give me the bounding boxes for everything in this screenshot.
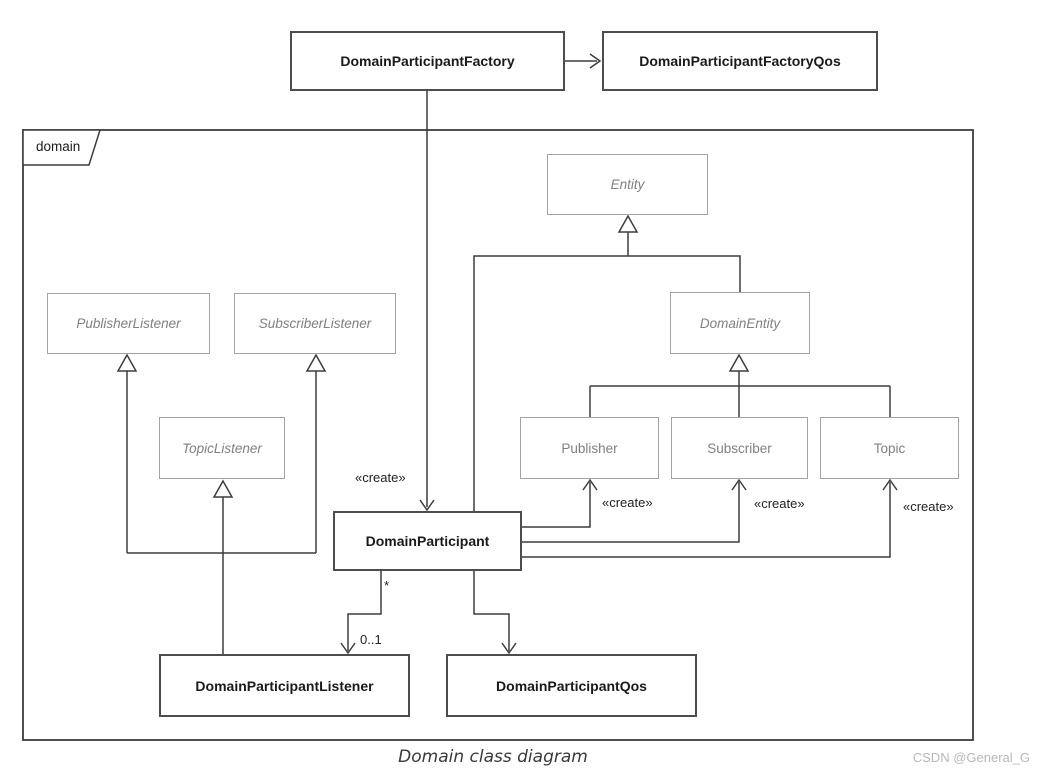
edge-generalization-listeners bbox=[126, 371, 317, 654]
class-DomainParticipantQos: DomainParticipantQos bbox=[446, 654, 697, 717]
class-Subscriber: Subscriber bbox=[671, 417, 808, 479]
arrowhead-down-icon bbox=[419, 499, 435, 512]
domain-frame-tab bbox=[22, 129, 102, 166]
arrowhead-up-icon bbox=[731, 478, 747, 491]
class-label: Subscriber bbox=[707, 440, 772, 456]
triangle-domainentity-icon bbox=[728, 353, 750, 372]
edge-label: «create» bbox=[754, 496, 805, 511]
class-label: DomainEntity bbox=[699, 315, 781, 331]
triangle-entity-icon bbox=[617, 214, 639, 233]
class-DomainParticipant: DomainParticipant bbox=[333, 511, 522, 571]
class-label: Publisher bbox=[561, 440, 618, 456]
edge-participant-create-pst bbox=[522, 482, 891, 558]
edge-label: «create» bbox=[602, 495, 653, 510]
edge-participant-to-listener-qos bbox=[347, 571, 510, 651]
class-Publisher: Publisher bbox=[520, 417, 659, 479]
frame-label: domain bbox=[36, 139, 81, 154]
class-label: TopicListener bbox=[182, 440, 262, 456]
edge-label: «create» bbox=[355, 470, 406, 485]
class-label: PublisherListener bbox=[76, 316, 181, 331]
class-label: DomainParticipantListener bbox=[195, 677, 374, 694]
edge-generalization-entity bbox=[473, 255, 741, 511]
class-label: SubscriberListener bbox=[258, 316, 372, 331]
triangle-publisherlistener-icon bbox=[116, 353, 138, 372]
arrowhead-up-icon bbox=[882, 478, 898, 491]
domain-frame bbox=[22, 129, 974, 741]
class-DomainParticipantListener: DomainParticipantListener bbox=[159, 654, 410, 717]
watermark: CSDN @General_G bbox=[912, 750, 1030, 765]
arrowhead-down-icon bbox=[501, 642, 517, 655]
class-DomainParticipantFactoryQos: DomainParticipantFactoryQos bbox=[602, 31, 878, 91]
class-Entity: Entity bbox=[547, 154, 708, 215]
triangle-subscriberlistener-icon bbox=[305, 353, 327, 372]
triangle-topiclistener-icon bbox=[212, 479, 234, 498]
arrowhead-down-icon bbox=[340, 642, 356, 655]
class-label: DomainParticipantFactory bbox=[340, 53, 515, 69]
class-PublisherListener: PublisherListener bbox=[47, 293, 210, 354]
class-label: DomainParticipantQos bbox=[496, 677, 647, 694]
class-DomainEntity: DomainEntity bbox=[670, 292, 810, 354]
edge-label: * bbox=[384, 578, 390, 593]
edge-generalization-domainentity bbox=[589, 371, 891, 417]
class-label: DomainParticipant bbox=[365, 533, 490, 549]
diagram-caption: Domain class diagram bbox=[398, 747, 588, 767]
edge-label: «create» bbox=[903, 499, 954, 514]
arrowhead-right-icon bbox=[589, 53, 602, 69]
class-TopicListener: TopicListener bbox=[159, 417, 285, 479]
class-DomainParticipantFactory: DomainParticipantFactory bbox=[290, 31, 565, 91]
class-label: Topic bbox=[873, 440, 906, 456]
class-Topic: Topic bbox=[820, 417, 959, 479]
arrowhead-up-icon bbox=[582, 478, 598, 491]
class-SubscriberListener: SubscriberListener bbox=[234, 293, 396, 354]
class-label: DomainParticipantFactoryQos bbox=[639, 53, 841, 69]
edge-label: 0..1 bbox=[360, 632, 382, 647]
class-label: Entity bbox=[610, 177, 645, 192]
